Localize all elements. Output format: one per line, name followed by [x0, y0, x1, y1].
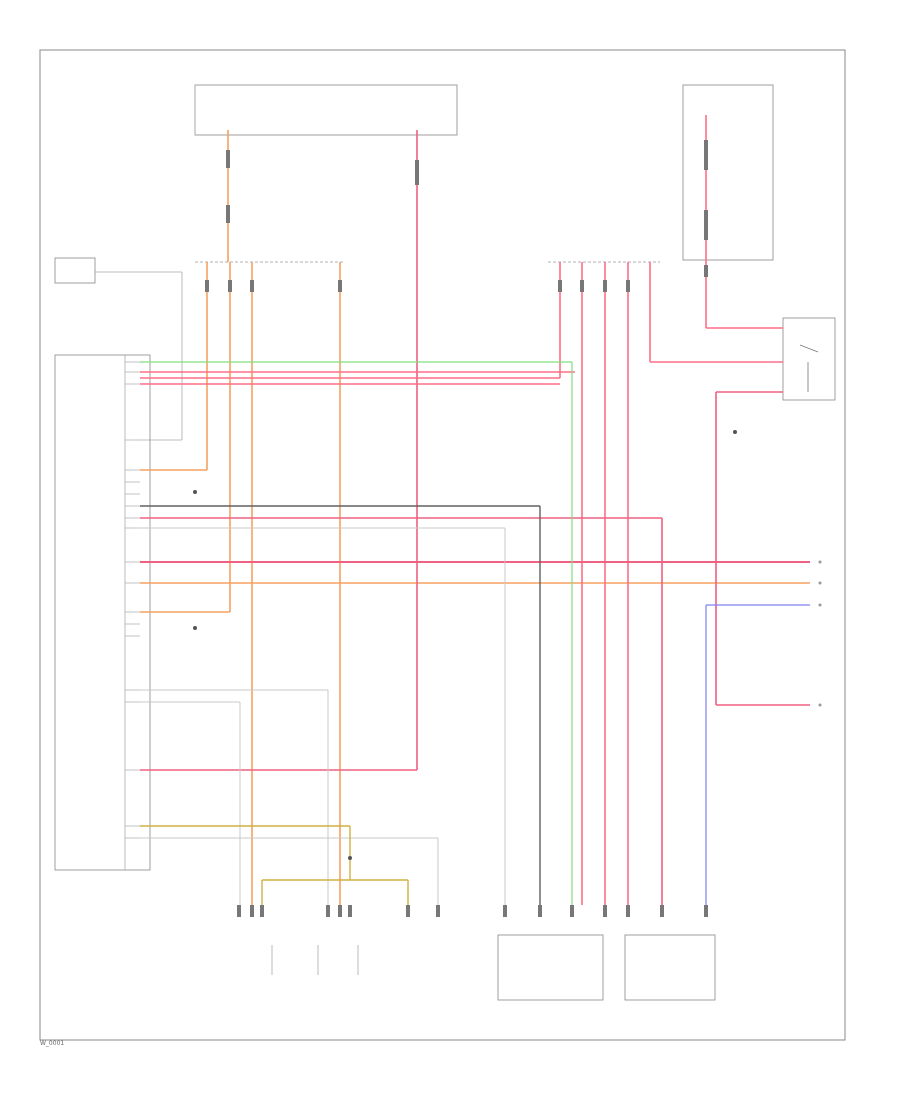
fuse-box-hot-at-all-times: [194, 84, 458, 136]
relay-box: [782, 317, 836, 401]
wire-yellow: [140, 825, 409, 905]
sensor-stubs: [271, 945, 359, 975]
bottom-terminals: [237, 905, 708, 917]
right-end-markers: [818, 560, 822, 707]
wire-blue: [705, 604, 810, 905]
fuse-box-hot-in-on: [682, 84, 774, 261]
cruise-control-switch: [54, 257, 96, 284]
ecm-pin-ticks: [125, 361, 140, 839]
wire-dark: [140, 505, 541, 905]
ground-symbols: [193, 430, 737, 860]
wire-green: [140, 361, 573, 905]
bottom-connector-box-1: [497, 934, 604, 1001]
page-code: W_0001: [40, 1040, 65, 1047]
diagram-frame: [39, 49, 846, 1041]
ecm-module: [54, 354, 151, 871]
bottom-connector-box-2: [624, 934, 716, 1001]
wire-orange-group: [140, 130, 810, 905]
top-terminals: [205, 140, 708, 292]
relay-switch: [799, 344, 819, 392]
wire-red-group: [140, 115, 810, 905]
wire-light-gray: [140, 527, 506, 905]
